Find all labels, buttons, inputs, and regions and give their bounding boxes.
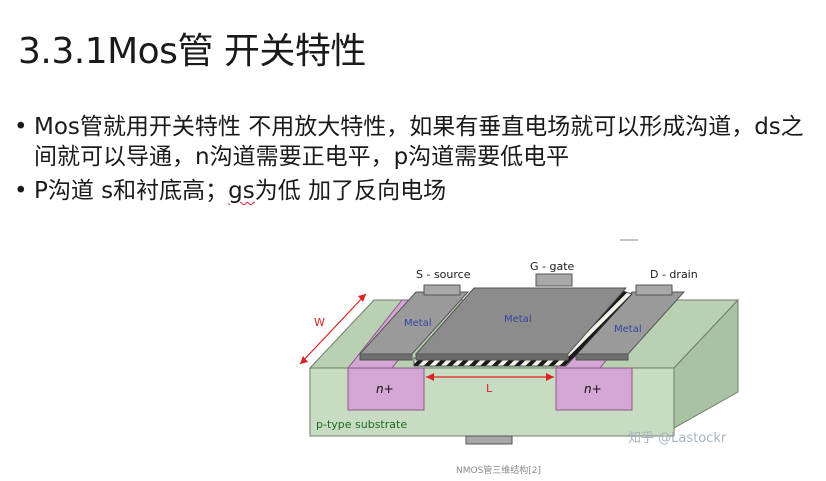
substrate-label: p-type substrate [316, 418, 408, 431]
width-label: W [314, 316, 325, 329]
nplus-drain-label: n+ [584, 382, 602, 396]
nmos-diagram [299, 239, 740, 445]
body-contact [465, 435, 513, 445]
drain-metal-label: Metal [614, 324, 642, 335]
gate-contact [535, 273, 573, 287]
source-contact [423, 284, 461, 296]
figure-caption: NMOS管三维结构[2] [456, 466, 542, 476]
drain-metal-front [575, 353, 629, 361]
slide-title: 3.3.1Mos管 开关特性 [18, 31, 366, 72]
nplus-well-right [555, 367, 633, 411]
bullet-item: • Mos管就用开关特性 不用放大特性，如果有垂直电场就可以形成沟道，ds之间就… [14, 112, 814, 172]
bullet-item: • P沟道 s和衬底高；gs为低 加了反向电场 [14, 176, 814, 206]
drain-contact [635, 284, 673, 296]
l-arrow-head-left [426, 373, 434, 381]
source-metal-label: Metal [404, 318, 432, 329]
bullet-dot-icon: • [14, 178, 28, 204]
bullet-text-part: P沟道 s和衬底高； [34, 178, 229, 204]
spellcheck-marked-text: gs [228, 178, 255, 204]
gate-metal-front [415, 353, 569, 361]
length-label: L [486, 382, 493, 395]
gate-label: G - gate [530, 260, 575, 273]
nplus-well-left [347, 367, 425, 411]
nplus-source-label: n+ [376, 382, 394, 396]
bullet-text: Mos管就用开关特性 不用放大特性，如果有垂直电场就可以形成沟道，ds之间就可以… [34, 114, 804, 170]
watermark: 知乎 @Lastockr [628, 431, 727, 446]
source-metal-front [359, 353, 413, 361]
bullet-text-part: 为低 加了反向电场 [254, 178, 447, 204]
bullet-list: • Mos管就用开关特性 不用放大特性，如果有垂直电场就可以形成沟道，ds之间就… [14, 112, 814, 210]
w-dimension-arrow [299, 293, 367, 365]
source-label: S - source [416, 268, 471, 281]
l-arrow-head-right [546, 373, 554, 381]
drain-label: D - drain [650, 268, 698, 281]
bullet-text: P沟道 s和衬底高；gs为低 加了反向电场 [34, 176, 814, 206]
gate-metal-label: Metal [504, 314, 532, 325]
w-arrow-head-bottom [300, 356, 308, 364]
nmos-structure-figure: S - source G - gate D - drain Metal Meta… [286, 232, 746, 477]
w-arrow-head-top [358, 294, 366, 302]
bullet-dot-icon: • [14, 114, 28, 140]
